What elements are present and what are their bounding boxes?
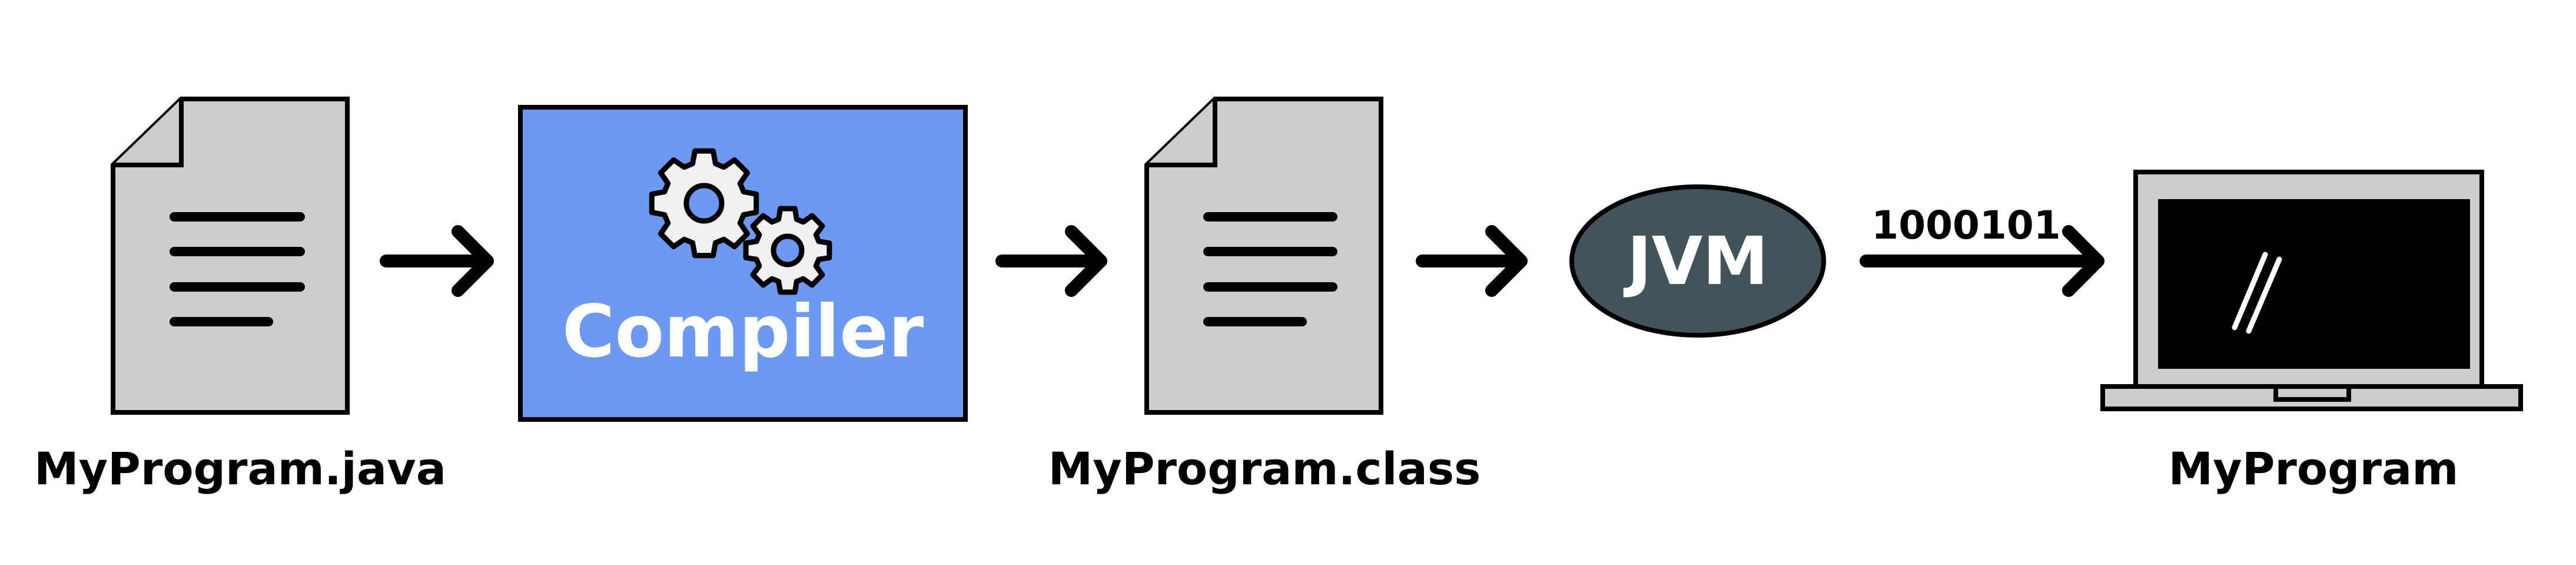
laptop-icon bbox=[2100, 170, 2523, 411]
computer-label: MyProgram bbox=[2169, 442, 2459, 495]
jvm-label: JVM bbox=[1623, 223, 1768, 300]
arrow-source-to-compiler bbox=[380, 225, 494, 297]
class-file-icon bbox=[1144, 97, 1383, 415]
arrow-jvm-to-computer bbox=[1860, 225, 2104, 297]
compiler-label: Compiler bbox=[562, 290, 924, 374]
class-file-label: MyProgram.class bbox=[1048, 442, 1481, 495]
source-file-icon bbox=[111, 97, 350, 415]
source-file-label: MyProgram.java bbox=[34, 442, 446, 495]
compiler-box bbox=[518, 105, 968, 422]
binary-output-label: 1000101 bbox=[1871, 203, 2060, 248]
gear-icon bbox=[649, 148, 759, 259]
jvm-node bbox=[1569, 184, 1826, 338]
arrow-compiler-to-class bbox=[995, 225, 1107, 297]
gear-icon bbox=[743, 206, 832, 295]
arrow-class-to-jvm bbox=[1416, 225, 1528, 297]
